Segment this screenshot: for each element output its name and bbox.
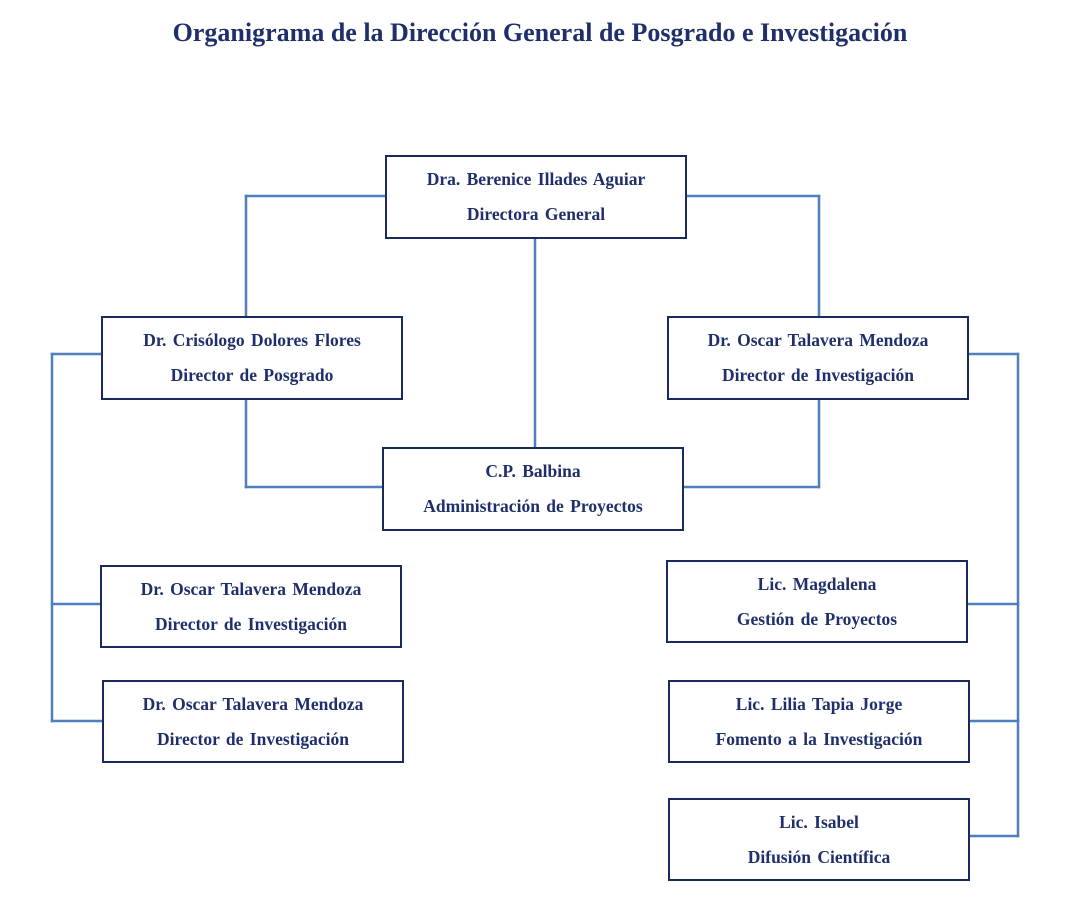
node-posgrado-sub-1: Dr. Oscar Talavera Mendoza Director de I… [100, 565, 402, 648]
node-director-investigacion: Dr. Oscar Talavera Mendoza Director de I… [667, 316, 969, 400]
node-administracion-proyectos: C.P. Balbina Administración de Proyectos [382, 447, 684, 531]
node-role: Director de Posgrado [170, 365, 334, 385]
node-role: Director de Investigación [157, 728, 349, 749]
node-name: Dra. Berenice Illades Aguiar [426, 169, 646, 189]
node-name: Lic. Lilia Tapia Jorge [735, 693, 903, 714]
node-role: Difusión Científica [747, 846, 891, 867]
node-gestion-proyectos: Lic. Magdalena Gestión de Proyectos [666, 560, 968, 643]
node-role: Administración de Proyectos [423, 496, 643, 516]
page-title: Organigrama de la Dirección General de P… [172, 18, 908, 47]
node-director-general: Dra. Berenice Illades Aguiar Directora G… [385, 155, 687, 239]
node-role: Directora General [466, 204, 606, 224]
node-difusion-cientifica: Lic. Isabel Difusión Científica [668, 798, 970, 881]
node-posgrado-sub-2: Dr. Oscar Talavera Mendoza Director de I… [102, 680, 404, 763]
node-role: Director de Investigación [722, 365, 914, 385]
node-role: Gestión de Proyectos [736, 608, 898, 629]
node-name: Dr. Oscar Talavera Mendoza [707, 330, 929, 350]
node-name: Lic. Isabel [779, 811, 859, 832]
node-name: Dr. Crisólogo Dolores Flores [143, 330, 361, 350]
node-role: Fomento a la Investigación [715, 728, 923, 749]
node-role: Director de Investigación [155, 613, 347, 634]
node-name: Lic. Magdalena [757, 573, 877, 594]
node-name: Dr. Oscar Talavera Mendoza [142, 693, 364, 714]
node-name: C.P. Balbina [485, 461, 581, 481]
node-director-posgrado: Dr. Crisólogo Dolores Flores Director de… [101, 316, 403, 400]
node-name: Dr. Oscar Talavera Mendoza [140, 578, 362, 599]
node-fomento-investigacion: Lic. Lilia Tapia Jorge Fomento a la Inve… [668, 680, 970, 763]
